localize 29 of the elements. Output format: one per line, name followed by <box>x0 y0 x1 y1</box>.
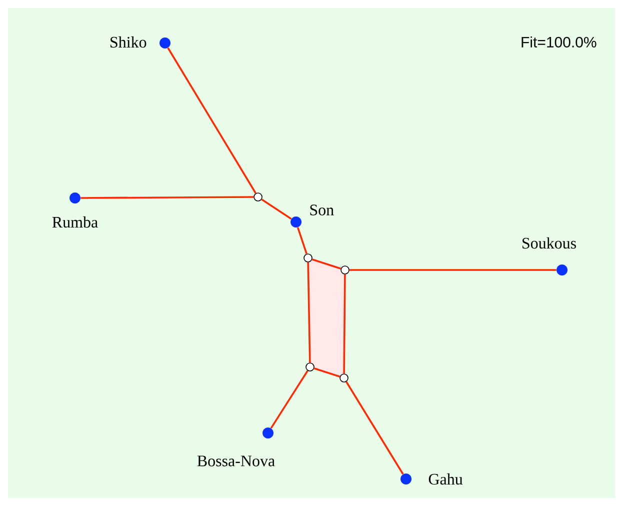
taxon-label: Gahu <box>428 473 463 485</box>
network-edge <box>80 196 254 199</box>
network-edge <box>261 198 292 220</box>
network-vertex <box>340 266 350 274</box>
network-vertex <box>254 192 262 202</box>
network-vertex <box>304 254 312 262</box>
network-edge <box>346 381 404 475</box>
network-edge <box>167 47 256 194</box>
taxon-dot <box>400 474 412 484</box>
network-edge <box>343 274 346 374</box>
taxon-label: Soukous <box>522 237 576 249</box>
taxon-label: Shiko <box>110 36 146 48</box>
taxon-label: Bossa-Nova <box>197 456 275 466</box>
network-edge <box>296 227 308 254</box>
network-edge <box>312 258 342 270</box>
network-vertex <box>306 362 314 372</box>
taxon-dot <box>290 216 302 228</box>
network-edge <box>270 370 308 429</box>
taxon-dot <box>262 428 274 438</box>
taxon-label: Son <box>310 204 334 216</box>
fit-label: Fit=100.0% <box>522 36 596 48</box>
network-edge <box>349 269 556 271</box>
network-edge <box>314 368 340 378</box>
taxon-dot <box>160 38 170 48</box>
taxon-dot <box>70 192 80 204</box>
taxon-dot <box>556 264 568 276</box>
network-vertex <box>340 374 348 382</box>
network-edge <box>307 262 311 363</box>
taxon-label: Rumba <box>52 216 98 228</box>
